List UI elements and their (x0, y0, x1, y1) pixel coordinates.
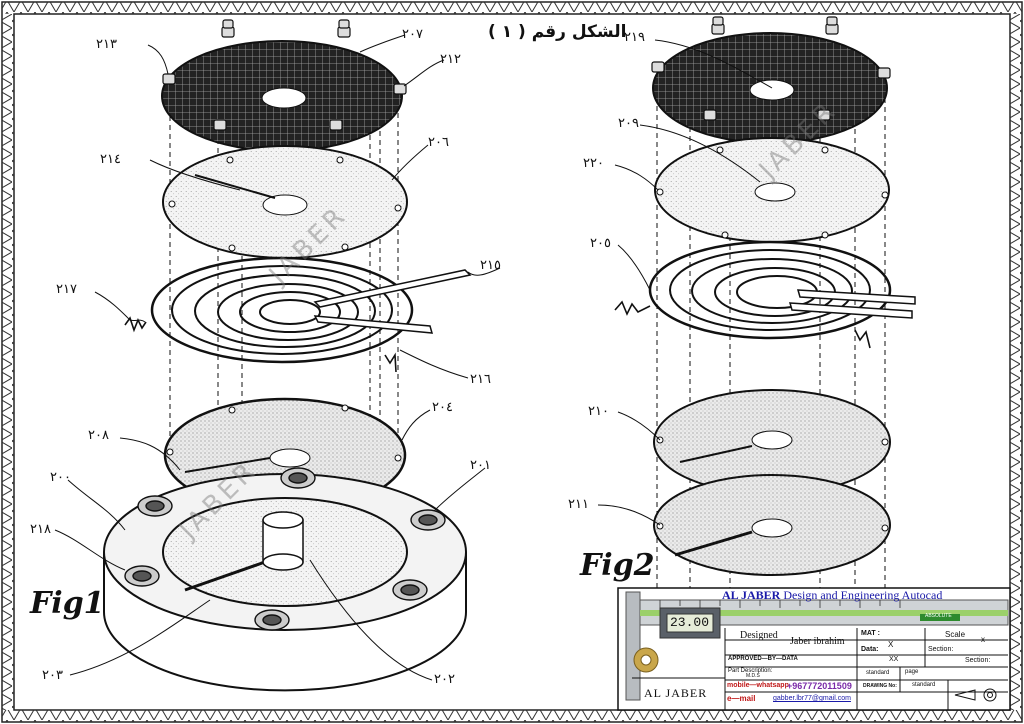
label-209: ٢٠٩ (618, 116, 639, 131)
tb-mobile-label: mobile—whatsapp (727, 682, 789, 689)
tb-company: AL JABER Design and Engineering Autocad (722, 588, 942, 603)
label-201: ٢٠١ (470, 458, 491, 473)
label-203: ٢٠٣ (42, 668, 63, 683)
tb-part-desc: Part Description: (728, 668, 773, 674)
tb-scale-label: Scale (945, 630, 966, 639)
label-200: ٢٠٠ (50, 470, 71, 485)
tb-company-name: AL JABER (722, 588, 781, 602)
tb-email-label: e—mail (727, 694, 756, 703)
fig2-drawing (597, 16, 916, 600)
tb-drawing-no-value: standard (912, 682, 936, 688)
label-207: ٢٠٧ (402, 27, 423, 42)
title-block (617, 587, 1011, 711)
tb-phone: +967772011509 (787, 681, 852, 691)
tb-scale-value: x (981, 635, 985, 644)
label-211: ٢١١ (568, 497, 589, 512)
tb-section-label-2: Section: (965, 657, 991, 664)
caliper-graphic (625, 591, 1009, 701)
label-204: ٢٠٤ (432, 400, 453, 415)
label-206: ٢٠٦ (428, 135, 449, 150)
tb-designed-label: Designed (740, 630, 778, 641)
fig2-label: Fig2 (580, 548, 655, 583)
page-title: الشكل رقم ( ١ ) (488, 22, 627, 42)
tb-brand-mark: ABSOLUTE (925, 613, 952, 619)
label-212: ٢١٢ (440, 52, 461, 67)
fig1-label: Fig1 (30, 586, 105, 621)
tb-approved: APPROVED—BY—DATA (728, 656, 798, 662)
label-213: ٢١٣ (96, 37, 117, 52)
label-218: ٢١٨ (30, 522, 51, 537)
tb-designer: Jaber ibrahim (790, 636, 845, 647)
tb-date-value: XX (889, 656, 899, 663)
label-220: ٢٢٠ (583, 156, 604, 171)
label-208: ٢٠٨ (88, 428, 109, 443)
label-202: ٢٠٢ (434, 672, 455, 687)
label-219: ٢١٩ (624, 30, 645, 45)
tb-standard: standard (866, 670, 890, 676)
tb-caliper-reading: 23.00 (670, 615, 710, 630)
tb-company-rest: Design and Engineering Autocad (783, 588, 943, 602)
tb-page: page (905, 669, 919, 675)
label-210: ٢١٠ (588, 404, 609, 419)
tb-date-label: Data: (861, 646, 879, 653)
fig1-drawing (54, 19, 501, 692)
label-214: ٢١٤ (100, 152, 121, 167)
label-215: ٢١٥ (480, 258, 501, 273)
label-216: ٢١٦ (470, 372, 491, 387)
tb-email: gabber.lbr77@gmail.com (773, 695, 851, 702)
label-205: ٢٠٥ (590, 236, 611, 251)
tb-mat-label: MAT : (861, 630, 880, 637)
label-217: ٢١٧ (56, 282, 77, 297)
tb-drawing-no-label: DRAWING No: (863, 683, 897, 689)
tb-mat-value: X (888, 640, 894, 649)
tb-logo-text: AL JABER (644, 686, 708, 700)
tb-part-value: M.D.S (746, 673, 760, 679)
tb-section-label: Section: (928, 646, 954, 653)
